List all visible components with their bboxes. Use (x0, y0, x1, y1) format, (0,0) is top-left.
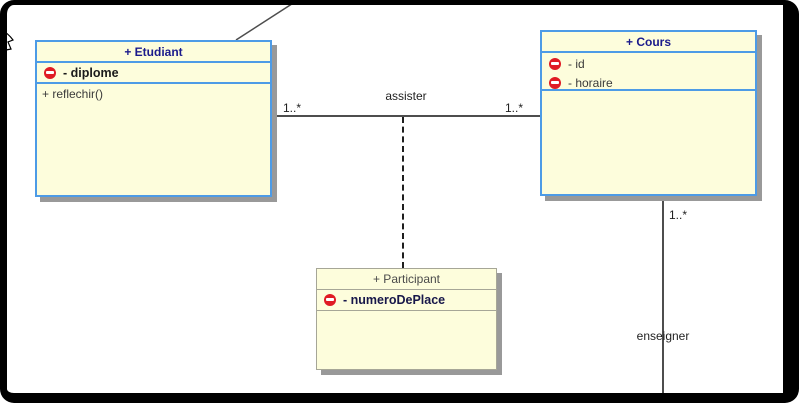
cutoff-association-line[interactable] (235, 0, 299, 41)
attribute-label: - id (568, 56, 585, 71)
operation-item-reflechir[interactable]: + reflechir() (37, 84, 270, 101)
association-line-enseigner[interactable] (662, 196, 664, 398)
association-label-assister[interactable]: assister (385, 89, 427, 103)
private-visibility-icon (44, 66, 56, 79)
association-line-assister[interactable] (272, 115, 540, 117)
class-etudiant[interactable]: + Etudiant - diplome + reflechir() (35, 40, 272, 197)
private-visibility-icon (324, 293, 336, 306)
class-etudiant-operations: + reflechir() (37, 84, 270, 101)
multiplicity-label-cours-end[interactable]: 1..* (505, 101, 524, 115)
class-participant-title[interactable]: + Participant (317, 269, 496, 290)
attribute-label: - horaire (568, 75, 613, 90)
class-etudiant-title[interactable]: + Etudiant (37, 42, 270, 63)
class-cours-title[interactable]: + Cours (542, 32, 755, 53)
association-class-dashed-link[interactable] (402, 117, 404, 268)
private-visibility-icon (549, 76, 561, 89)
class-participant-attributes: - numeroDePlace (317, 290, 496, 311)
private-visibility-icon (549, 57, 561, 70)
attribute-item-id[interactable]: - id (542, 54, 755, 73)
multiplicity-label-etudiant-end[interactable]: 1..* (283, 101, 302, 115)
class-cours-attributes: - id - horaire (542, 53, 755, 91)
attribute-label: - diplome (63, 65, 119, 80)
class-etudiant-attributes: - diplome (37, 63, 270, 84)
attribute-label: - numeroDePlace (343, 292, 446, 307)
mouse-cursor-icon (0, 29, 14, 51)
attribute-item-diplome[interactable]: - diplome (37, 63, 270, 82)
attribute-item-numerodeplace[interactable]: - numeroDePlace (317, 290, 496, 309)
class-participant[interactable]: + Participant - numeroDePlace (316, 268, 497, 370)
attribute-item-horaire[interactable]: - horaire (542, 73, 755, 92)
multiplicity-label-enseigner-end[interactable]: 1..* (669, 208, 688, 222)
association-label-enseigner[interactable]: enseigner (636, 329, 690, 343)
operation-label: + reflechir() (42, 87, 104, 101)
class-cours[interactable]: + Cours - id - horaire (540, 30, 757, 196)
